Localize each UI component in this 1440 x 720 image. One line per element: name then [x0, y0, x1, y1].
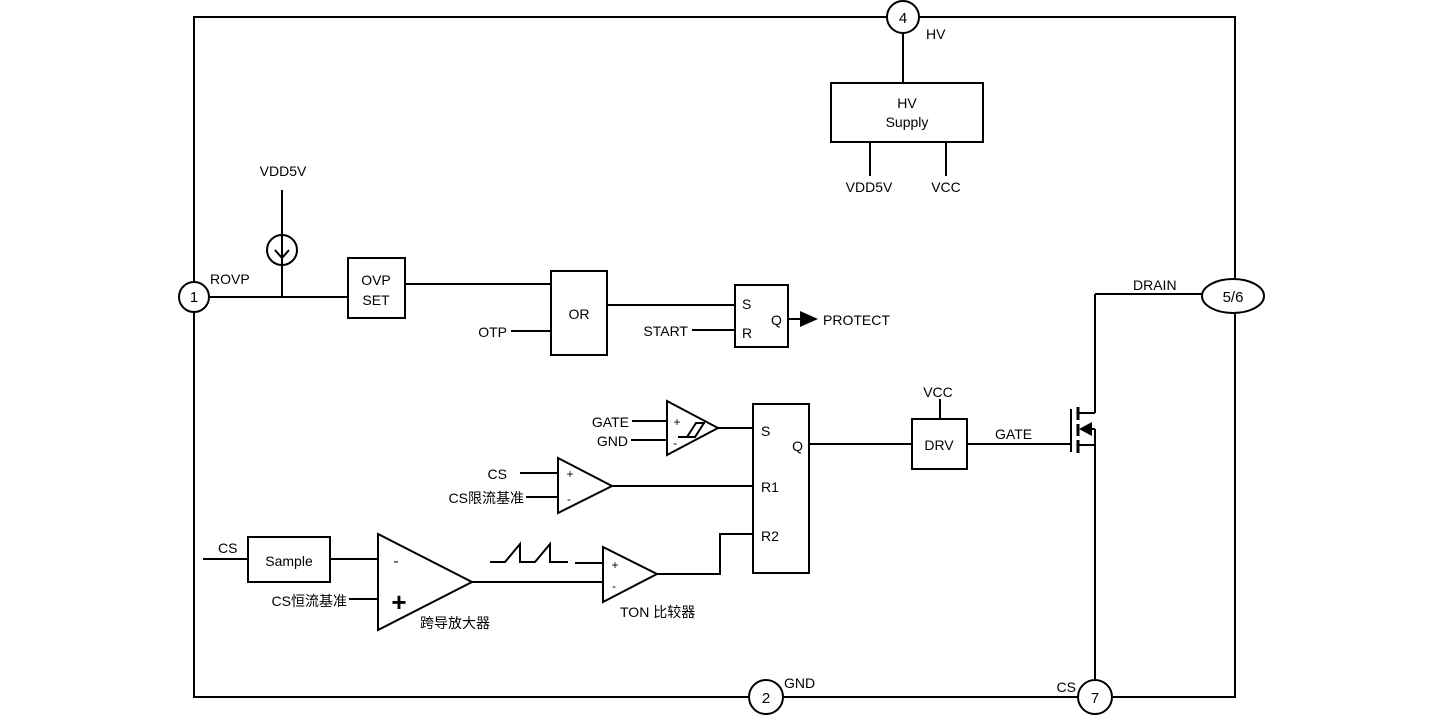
ton-comparator: [602, 545, 660, 604]
cs-cmp-plus-sign: +: [566, 467, 573, 481]
or-gate-block: [550, 270, 608, 356]
ovp-set-block: [347, 257, 406, 319]
sample-block: [247, 536, 331, 583]
start-label: START: [643, 323, 688, 339]
chip-boundary: [193, 16, 1236, 698]
pin-2-number: 2: [762, 690, 770, 707]
ton-cmp-label: TON 比较器: [620, 604, 695, 620]
hv-supply-label-1: HV: [897, 95, 917, 111]
pin-1-number: 1: [190, 289, 198, 306]
hv-supply-label-2: Supply: [886, 114, 929, 130]
drv-block-label: DRV: [924, 437, 954, 453]
ovp-set-label-2: SET: [362, 292, 390, 308]
hyst-cmp-plus-sign: +: [673, 415, 680, 429]
protect-latch-block: [734, 284, 789, 348]
gate-output-label: GATE: [995, 426, 1032, 442]
main-latch-r2: R2: [761, 528, 779, 544]
protect-latch-s: S: [742, 296, 751, 312]
cs-limit-ref-label: CS限流基准: [449, 490, 524, 506]
or-gate-label: OR: [569, 306, 590, 322]
ton-cmp-plus-sign: +: [611, 558, 618, 572]
protect-latch-r: R: [742, 325, 752, 341]
cs-cmp-input-cs: CS: [488, 466, 507, 482]
gm-amplifier: [377, 532, 475, 632]
hv-supply-block: [830, 82, 984, 143]
gm-amp-label: 跨导放大器: [420, 615, 490, 631]
hysteresis-icon: [678, 422, 705, 438]
protect-latch-q: Q: [771, 312, 782, 328]
otp-label: OTP: [478, 324, 507, 340]
pin-2-gnd: [748, 679, 784, 715]
drain-label: DRAIN: [1133, 277, 1177, 293]
vdd5v-label: VDD5V: [260, 163, 307, 179]
main-latch-s: S: [761, 423, 770, 439]
gm-amp-minus-sign: -: [394, 553, 399, 570]
current-source-arrow-icon: [274, 249, 290, 260]
pin-7-cs: [1077, 679, 1113, 715]
hv-supply-out-vcc: VCC: [931, 179, 961, 195]
cs-cc-ref-label: CS恒流基准: [272, 593, 347, 609]
protect-label: PROTECT: [823, 312, 890, 328]
ton-cmp-minus-sign: -: [612, 579, 616, 593]
pin-56-number: 5/6: [1223, 289, 1244, 306]
protect-arrowhead-icon: [800, 311, 818, 327]
main-latch-block: [752, 403, 810, 574]
mosfet-body-arrow-icon: [1079, 422, 1092, 436]
cs-cmp-minus-sign: -: [567, 492, 571, 506]
mosfet-symbol: [1070, 407, 1095, 453]
vcc-drv-label: VCC: [923, 384, 953, 400]
main-latch-q: Q: [792, 438, 803, 454]
cs-limit-comparator: [557, 456, 615, 515]
pin-56-drain: [1201, 278, 1265, 314]
pin-7-number: 7: [1091, 690, 1099, 707]
ovp-set-label-1: OVP: [361, 272, 391, 288]
sawtooth-waveform-icon: [490, 541, 568, 563]
wire-toncmp-to-latch-r2: [657, 533, 753, 575]
pin-4-number: 4: [899, 10, 907, 27]
cs-sample-input-label: CS: [218, 540, 237, 556]
pin-4-label: HV: [926, 26, 946, 42]
pin-4-hv: [886, 0, 920, 34]
main-latch-r1: R1: [761, 479, 779, 495]
gate-cmp-input-gate: GATE: [592, 414, 629, 430]
pin-1-rovp: [178, 281, 210, 313]
gm-amp-plus-sign: +: [391, 587, 406, 617]
pin-1-label: ROVP: [210, 271, 250, 287]
hv-supply-out-vdd5v: VDD5V: [846, 179, 893, 195]
pin-7-label: CS: [1057, 679, 1076, 695]
drv-block: [911, 418, 968, 470]
hyst-cmp-minus-sign: -: [673, 436, 677, 450]
gate-cmp-input-gnd: GND: [597, 433, 628, 449]
current-source-icon: [266, 234, 298, 266]
sample-block-label: Sample: [265, 553, 313, 569]
pin-2-label: GND: [784, 675, 815, 691]
